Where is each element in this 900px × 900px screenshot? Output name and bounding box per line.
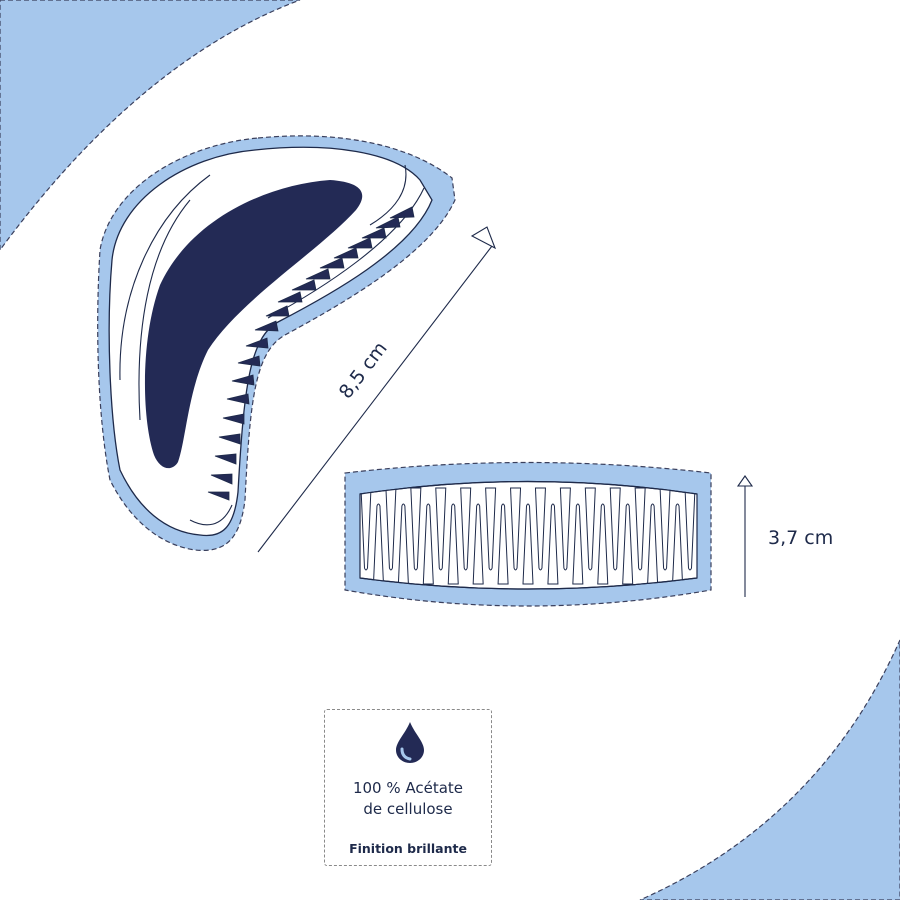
front-tooth xyxy=(372,503,384,585)
front-tooth xyxy=(360,487,372,571)
height-arrow-icon xyxy=(736,475,754,487)
front-tooth xyxy=(647,503,659,585)
front-tooth xyxy=(410,487,422,571)
water-drop-icon xyxy=(396,722,424,763)
front-tooth xyxy=(659,487,671,571)
front-tooth xyxy=(447,503,459,585)
front-tooth xyxy=(522,503,534,585)
front-view-teeth xyxy=(360,487,696,585)
material-text: 100 % Acétate de cellulose xyxy=(325,778,491,820)
front-tooth xyxy=(385,487,397,571)
length-label: 8,5 cm xyxy=(335,338,392,403)
front-tooth xyxy=(597,503,609,585)
front-tooth xyxy=(472,503,484,585)
front-tooth xyxy=(559,487,571,571)
front-tooth xyxy=(622,503,634,585)
material-info-card: 100 % Acétate de cellulose Finition bril… xyxy=(324,709,492,866)
corner-swoosh-bottom-right xyxy=(639,639,900,900)
material-line-2: de cellulose xyxy=(363,800,453,818)
front-tooth xyxy=(584,487,596,571)
front-tooth xyxy=(510,487,522,571)
front-tooth xyxy=(547,503,559,585)
front-tooth xyxy=(397,503,409,585)
front-tooth xyxy=(672,503,684,585)
front-tooth xyxy=(485,487,497,571)
front-tooth xyxy=(572,503,584,585)
height-dimension: 3,7 cm xyxy=(736,475,833,597)
side-view-teeth xyxy=(207,206,415,501)
clip-side-view xyxy=(97,135,456,552)
side-view-navy-panel xyxy=(144,180,363,469)
front-tooth xyxy=(497,503,509,585)
finish-label: Finition brillante xyxy=(349,841,467,856)
material-line-1: 100 % Acétate xyxy=(352,779,464,797)
length-arrow-icon xyxy=(470,226,497,250)
front-tooth xyxy=(634,487,646,571)
front-tooth xyxy=(460,487,472,571)
corner-swoosh-top-left xyxy=(0,0,301,252)
front-tooth xyxy=(534,487,546,571)
front-tooth xyxy=(435,487,447,571)
height-label: 3,7 cm xyxy=(768,527,833,549)
front-tooth xyxy=(684,487,696,571)
clip-front-view xyxy=(344,461,712,607)
front-tooth xyxy=(609,487,621,571)
front-tooth xyxy=(422,503,434,585)
